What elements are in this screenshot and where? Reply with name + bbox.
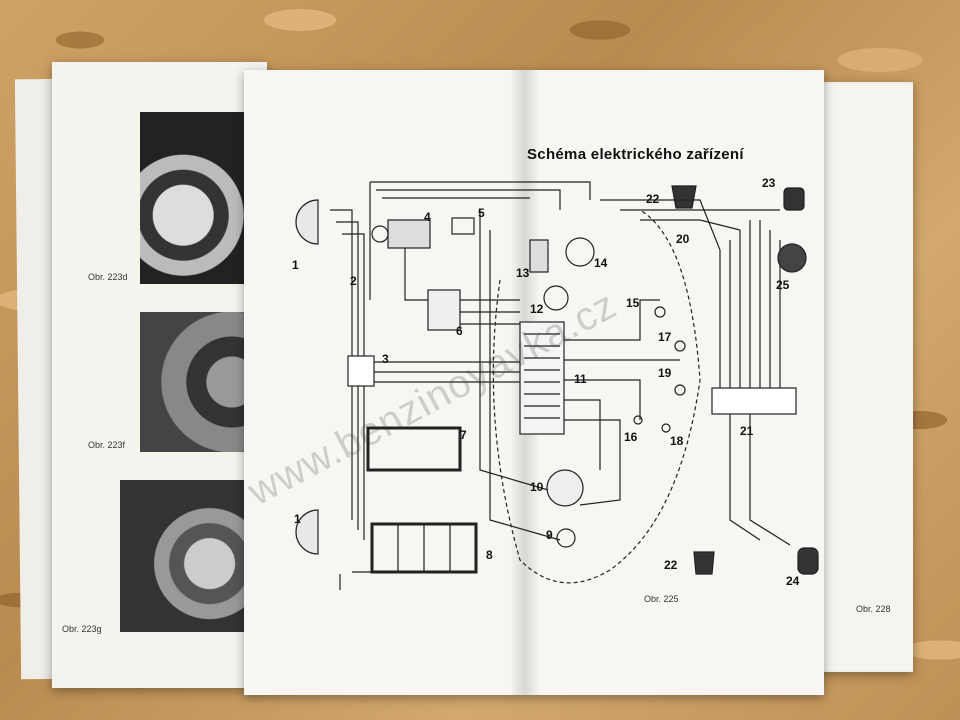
label-23: 23: [762, 176, 776, 190]
label-16: 16: [624, 430, 638, 444]
label-12: 12: [530, 302, 544, 316]
label-3: 3: [382, 352, 389, 366]
label-4: 4: [424, 210, 431, 224]
tire-photo-3: [120, 480, 248, 632]
label-24: 24: [786, 574, 800, 588]
figure-caption-225: Obr. 225: [644, 594, 679, 604]
caption-228: Obr. 228: [856, 604, 891, 614]
label-21: 21: [740, 424, 754, 438]
label-9: 9: [546, 528, 553, 542]
label-11: 11: [574, 372, 587, 386]
label-8: 8: [486, 548, 493, 562]
label-25: 25: [776, 278, 790, 292]
label-1-top: 1: [292, 258, 299, 272]
caption-223d: Obr. 223d: [88, 272, 128, 282]
tire-photo-1: [140, 112, 248, 284]
caption-223f: Obr. 223f: [88, 440, 126, 450]
label-18: 18: [670, 434, 684, 448]
label-6: 6: [456, 324, 463, 338]
label-2: 2: [350, 274, 357, 288]
diagram-title: Schéma elektrického zařízení: [527, 146, 744, 163]
label-14: 14: [594, 256, 608, 270]
label-19: 19: [658, 366, 672, 380]
tire-photo-2: [140, 312, 248, 452]
label-7: 7: [460, 428, 467, 442]
label-22-bottom: 22: [664, 558, 678, 572]
label-1-bottom: 1: [294, 512, 301, 526]
caption-223g: Obr. 223g: [62, 624, 102, 634]
label-5: 5: [478, 206, 485, 220]
label-15: 15: [626, 296, 640, 310]
label-13: 13: [516, 266, 530, 280]
label-22-top: 22: [646, 192, 660, 206]
label-20: 20: [676, 232, 690, 246]
label-17: 17: [658, 330, 672, 344]
label-10: 10: [530, 480, 544, 494]
